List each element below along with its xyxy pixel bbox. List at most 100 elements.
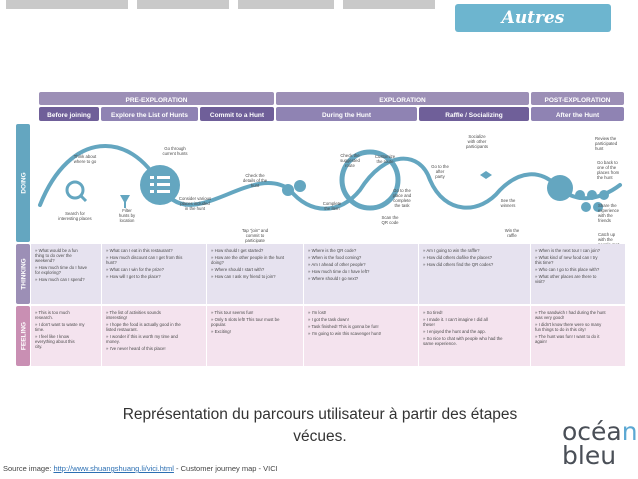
thinking-item: » When is the food coming? <box>308 255 362 260</box>
tab-placeholder <box>6 0 128 9</box>
list-icon-line <box>157 190 170 193</box>
slide-title-badge: Autres exemples <box>455 4 611 56</box>
stage-box-4 <box>276 107 417 121</box>
feeling-item: » So nice to chat with people who had th… <box>423 336 503 346</box>
thinking-item: » Am I ahead of other people? <box>308 262 366 267</box>
stage-box-5 <box>419 107 529 121</box>
source-prefix: Source image: <box>3 464 54 473</box>
feeling-item: » I'm going to win this scavenger hunt! <box>308 331 381 336</box>
stage-box-2 <box>101 107 198 121</box>
row-label: THINKING <box>20 258 27 289</box>
thinking-cell <box>102 244 206 304</box>
tab-placeholder <box>238 0 334 9</box>
thinking-item: » How much can I spend? <box>35 277 85 282</box>
phase-bar-1 <box>39 92 274 105</box>
stage-label: Explore the List of Hunts <box>111 112 188 119</box>
feeling-cell <box>419 306 530 366</box>
thinking-cell <box>304 244 418 304</box>
thinking-item: » Where should I start with? <box>211 267 265 272</box>
thinking-cell <box>419 244 530 304</box>
tab-placeholder <box>137 0 229 9</box>
row-label-band <box>16 124 30 242</box>
participant-icon <box>282 184 294 196</box>
stage-box-6 <box>531 107 624 121</box>
row-label-band <box>16 244 30 304</box>
feeling-cell <box>531 306 625 366</box>
phase-layer: PRE-EXPLORATION EXPLORATION POST-EXPLORATI… <box>39 92 624 121</box>
logo-line-2: bleu <box>562 441 617 470</box>
phase-label: EXPLORATION <box>379 97 426 104</box>
phase-label: POST-EXPLORATION <box>545 97 611 104</box>
ticket-icon <box>480 171 492 179</box>
list-icon-line <box>157 176 170 179</box>
hunt-loop-icon <box>339 149 401 211</box>
phase-label: PRE-EXPLORATION <box>126 97 188 104</box>
feeling-item: » I hope the food is actually good in th… <box>106 322 181 332</box>
thinking-item: » Where should I go next? <box>308 276 359 281</box>
thinking-item: » How did others do/like the places? <box>423 255 493 260</box>
feeling-item: » So tired! <box>423 310 443 315</box>
caption: Représentation du parcours utilisateur à… <box>122 406 518 445</box>
source-link[interactable]: http://www.shuangshuang.li/vici.html <box>53 464 174 473</box>
row-label: FEELING <box>20 322 27 350</box>
participant-icon <box>294 180 306 192</box>
feeling-item: » Task finished! This is gonna be fun! <box>308 324 379 329</box>
top-tabs <box>0 0 638 10</box>
phase-bar-3 <box>531 92 624 105</box>
thinking-item: » What can I win for the prize? <box>106 267 165 272</box>
filter-icon <box>120 195 130 208</box>
source-line: Source image: http://www.shuangshuang.li… <box>3 464 278 473</box>
thinking-item: » Where is the QR code? <box>308 248 357 253</box>
feeling-item: » This tour seems fun! <box>211 310 253 315</box>
thinking-cell <box>531 244 625 304</box>
thinking-cell <box>31 244 101 304</box>
thinking-item: » What can I eat in this restaurant? <box>106 248 173 253</box>
feeling-cell <box>207 306 303 366</box>
list-icon-bullet <box>150 176 154 179</box>
feeling-cell <box>31 306 101 366</box>
stage-box-1 <box>39 107 99 121</box>
people-icon <box>587 190 597 200</box>
list-icon-line <box>157 183 170 186</box>
feeling-item: » I've never heard of this place! <box>106 346 166 351</box>
thinking-cell <box>207 244 303 304</box>
stage-box-3 <box>200 107 274 121</box>
thinking-item: » How should I get started? <box>211 248 264 253</box>
thinking-item: » How did others find the QR codes? <box>423 262 494 267</box>
thinking-item: » How much time do I have left? <box>308 269 370 274</box>
search-icon <box>65 180 85 200</box>
tab-placeholder <box>343 0 435 9</box>
feeling-item: » I'm lost! <box>308 310 326 315</box>
stage-label: Commit to a Hunt <box>210 112 265 119</box>
row-label-band <box>16 306 30 366</box>
thinking-item: » How can I ask my friend to join? <box>211 274 276 279</box>
customer-journey-map: PRE-EXPLORATION EXPLORATION POST-EXPLORATI… <box>16 92 625 366</box>
stage-label: During the Hunt <box>322 112 372 119</box>
